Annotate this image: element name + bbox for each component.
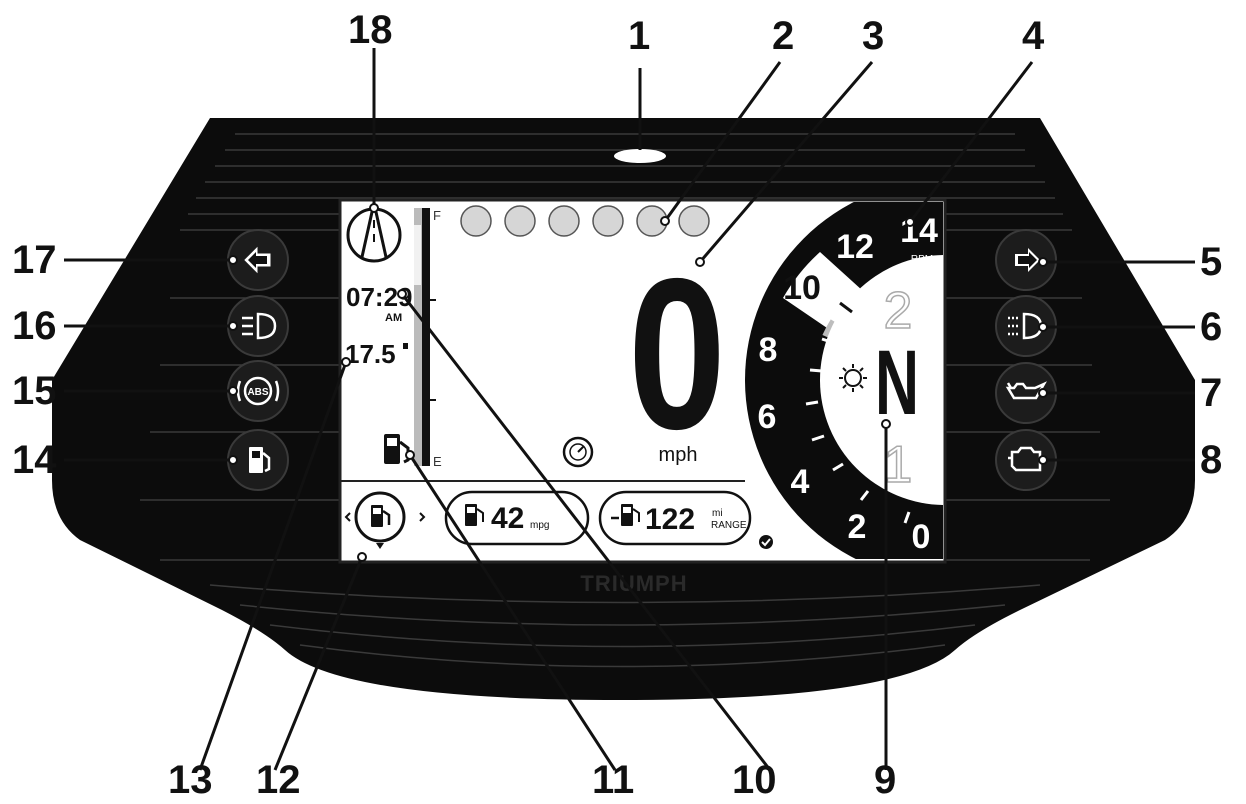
callout-16: 16 [12, 304, 57, 348]
callout-10: 10 [732, 758, 777, 802]
gear-indicator: N [875, 332, 919, 434]
economy-panel: 42 mpg [444, 490, 590, 546]
tacho-label-12: 12 [836, 228, 874, 266]
range-unit: mi [712, 508, 723, 519]
shift-light-4 [592, 205, 624, 237]
oil-can-icon [1005, 381, 1047, 400]
speed-readout: 0 [628, 233, 726, 474]
checkmark-icon [759, 535, 773, 549]
rpm-multiplier: x1000 [910, 265, 935, 275]
tacho-label-14: 14 [900, 212, 938, 250]
abs-icon-label: ABS [247, 387, 268, 398]
trip-readout: 17.5 [345, 339, 396, 369]
range-panel: 122 mi RANGE [598, 490, 752, 546]
tacho-label-6: 6 [758, 398, 777, 436]
callout-7: 7 [1200, 371, 1223, 415]
economy-unit: mpg [530, 520, 549, 531]
callout-9: 9 [874, 758, 897, 802]
economy-value: 42 [491, 502, 524, 535]
callout-6: 6 [1200, 305, 1223, 349]
ambient-light-sensor [614, 149, 666, 163]
tacho-label-10: 10 [783, 269, 821, 307]
range-value: 122 [645, 503, 695, 536]
speed-unit: mph [659, 444, 698, 466]
riding-mode-icon [346, 207, 402, 263]
fuel-empty-mark: E [433, 454, 442, 469]
shift-light-6 [678, 205, 710, 237]
shift-lights [460, 205, 710, 237]
callout-17: 17 [12, 238, 57, 282]
fuel-full-mark: F [433, 208, 441, 223]
callout-12: 12 [256, 758, 301, 802]
tachometer [745, 202, 943, 559]
callout-1: 1 [628, 14, 651, 58]
gear-below: 1 [884, 436, 913, 494]
clock-suffix: AM [385, 312, 402, 324]
high-beam-icon [242, 312, 277, 340]
tacho-label-8: 8 [759, 331, 778, 369]
callout-15: 15 [12, 369, 57, 413]
sun-icon [839, 364, 867, 392]
fuel-pump-icon [249, 447, 271, 473]
tacho-scale: 0 2 4 6 8 10 12 14 [758, 212, 938, 556]
callout-3: 3 [862, 14, 885, 58]
callout-4: 4 [1022, 14, 1045, 58]
callout-leaders [64, 48, 1195, 771]
fuel-gauge: F E [414, 208, 442, 469]
rpm-label: RPM [911, 254, 933, 265]
gear-above: 2 [884, 282, 913, 340]
right-warning-lights [995, 229, 1057, 491]
callout-endpoints [228, 203, 1048, 562]
shift-light-1 [460, 205, 492, 237]
range-label: RANGE [711, 520, 747, 531]
shift-light-3 [548, 205, 580, 237]
callout-11: 11 [592, 758, 635, 802]
callout-18: 18 [348, 8, 393, 52]
info-tray-selector [344, 491, 426, 549]
shift-light-2 [504, 205, 536, 237]
callout-5: 5 [1200, 240, 1223, 284]
tacho-label-4: 4 [791, 463, 810, 501]
callout-2: 2 [772, 14, 795, 58]
tacho-label-2: 2 [848, 508, 867, 546]
callout-14: 14 [12, 438, 57, 482]
tacho-label-0: 0 [912, 518, 931, 556]
callout-13: 13 [168, 758, 213, 802]
cruise-control-icon [562, 436, 594, 468]
callout-8: 8 [1200, 438, 1223, 482]
